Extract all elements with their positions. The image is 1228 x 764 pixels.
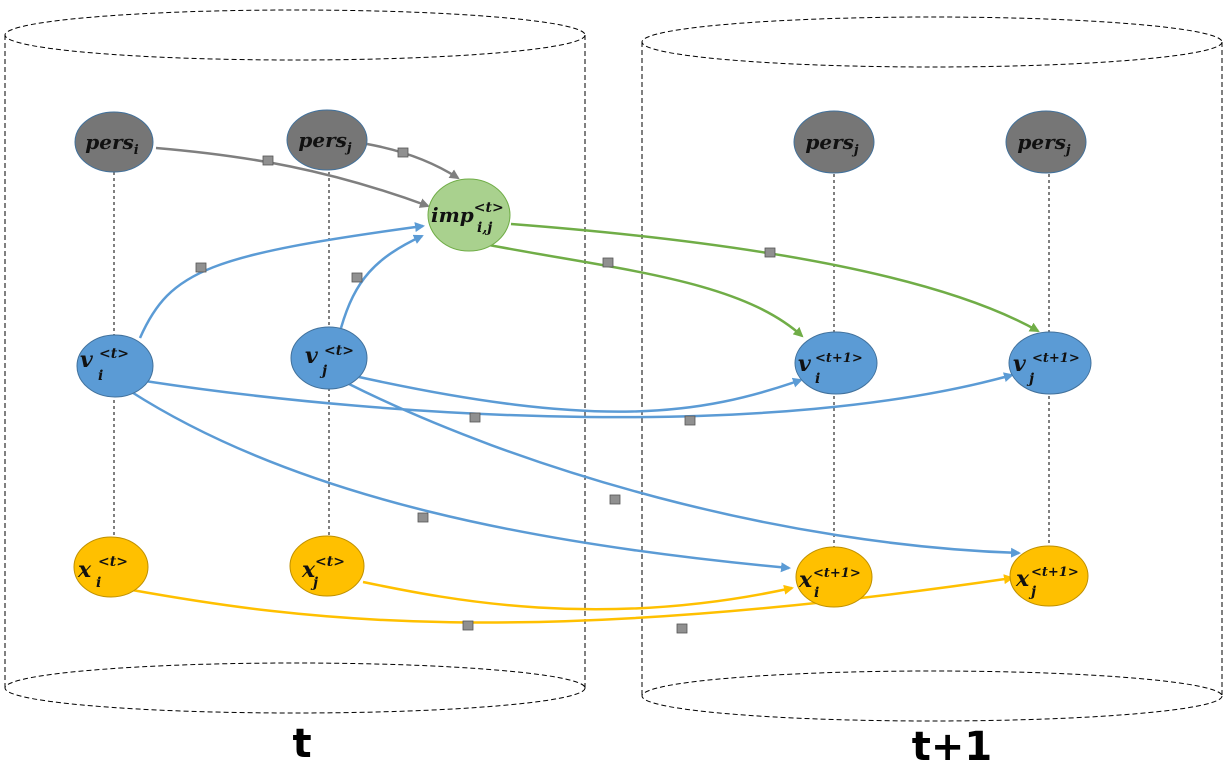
svg-text:imp<t>: imp<t> xyxy=(431,200,504,227)
svg-text:i: i xyxy=(98,368,103,384)
edge-pers-i-to-imp xyxy=(155,146,430,208)
node-v-i-t1: v <t+1> i xyxy=(794,331,878,395)
svg-text:j: j xyxy=(319,363,327,379)
svg-text:i: i xyxy=(815,371,820,387)
svg-text:x: x xyxy=(1015,566,1030,592)
svg-text:persj: persj xyxy=(1017,130,1071,158)
svg-text:<t+1>: <t+1> xyxy=(1032,351,1080,366)
cylinder-t-bottom-ellipse xyxy=(4,662,586,714)
node-pers-j-t1a: persj xyxy=(793,110,875,174)
node-pers-j-t: persj xyxy=(286,109,368,171)
edge-v-j-to-x-j-t1 xyxy=(346,381,1021,558)
svg-text:<t+1>: <t+1> xyxy=(1031,565,1079,580)
svg-text:<t+1>: <t+1> xyxy=(813,566,861,581)
edge-v-j-to-imp xyxy=(339,234,424,329)
edge-v-j-to-v-i-t1 xyxy=(358,375,803,413)
svg-text:<t>: <t> xyxy=(324,343,354,359)
svg-text:persi: persi xyxy=(85,130,139,158)
edge-pers-j-to-imp xyxy=(366,142,460,180)
svg-text:j: j xyxy=(1028,584,1036,600)
edge-marker xyxy=(417,512,429,523)
node-pers-i-t: persi xyxy=(74,111,154,173)
edge-x-i-to-x-j-t1 xyxy=(131,574,1014,624)
edge-marker xyxy=(764,247,776,258)
node-x-j-t1: x <t+1> j xyxy=(1009,545,1089,607)
svg-text:x: x xyxy=(77,557,92,583)
edge-marker xyxy=(469,412,481,423)
edge-marker xyxy=(602,257,614,268)
node-v-i-t: v <t> i xyxy=(76,334,154,398)
svg-text:<t>: <t> xyxy=(98,554,128,570)
edge-marker xyxy=(684,415,696,426)
edge-marker xyxy=(262,155,274,166)
edge-marker xyxy=(195,262,207,273)
edge-v-i-to-v-j-t1 xyxy=(144,372,1014,419)
svg-text:i: i xyxy=(814,585,819,601)
time-label-t: t xyxy=(292,721,311,764)
svg-text:v: v xyxy=(798,351,811,377)
svg-text:j: j xyxy=(310,575,318,591)
svg-text:x: x xyxy=(301,557,316,583)
node-v-j-t1: v <t+1> j xyxy=(1008,331,1092,395)
edges xyxy=(129,142,1040,624)
edge-x-j-to-x-i-t1 xyxy=(362,580,794,611)
svg-text:v: v xyxy=(1013,351,1026,377)
cylinder-t1 xyxy=(641,16,1223,722)
edge-marker xyxy=(351,272,363,283)
node-x-i-t1: x <t+1> i xyxy=(795,546,873,608)
cylinder-t1-top-ellipse xyxy=(641,16,1223,68)
node-imp-ij-t: imp<t> i,j xyxy=(427,178,511,252)
edge-imp-to-v-i-t1 xyxy=(488,243,804,338)
edge-marker xyxy=(609,494,621,505)
svg-text:<t>: <t> xyxy=(315,554,345,570)
edge-marker xyxy=(397,147,409,158)
node-v-j-t: v <t> j xyxy=(290,326,368,390)
svg-text:i,j: i,j xyxy=(477,220,492,236)
svg-text:persj: persj xyxy=(805,130,859,158)
svg-text:i: i xyxy=(96,575,101,591)
svg-text:x: x xyxy=(798,567,813,593)
node-pers-j-t1b: persj xyxy=(1005,110,1087,174)
nodes: persi persj persj persj imp<t> xyxy=(73,109,1092,608)
svg-text:<t>: <t> xyxy=(99,346,129,362)
edge-markers xyxy=(195,147,776,634)
edge-marker xyxy=(676,623,688,634)
edge-v-i-to-x-i-t1 xyxy=(129,389,791,573)
node-x-j-t: x <t> j xyxy=(289,535,365,597)
svg-text:j: j xyxy=(1026,371,1034,387)
svg-text:persj: persj xyxy=(298,128,352,156)
svg-text:<t+1>: <t+1> xyxy=(815,351,863,366)
edge-v-i-to-imp xyxy=(138,222,425,339)
cylinder-t1-bottom-ellipse xyxy=(641,670,1223,722)
cylinder-t xyxy=(4,9,586,714)
edge-imp-to-v-j-t1 xyxy=(510,222,1040,333)
svg-text:v: v xyxy=(80,347,93,373)
cylinder-t-top-ellipse xyxy=(4,9,586,61)
vertical-connectors xyxy=(113,172,1050,549)
svg-text:v: v xyxy=(305,343,318,369)
node-x-i-t: x <t> i xyxy=(73,536,149,598)
time-label-t1: t+1 xyxy=(912,724,992,764)
edge-marker xyxy=(462,620,474,631)
